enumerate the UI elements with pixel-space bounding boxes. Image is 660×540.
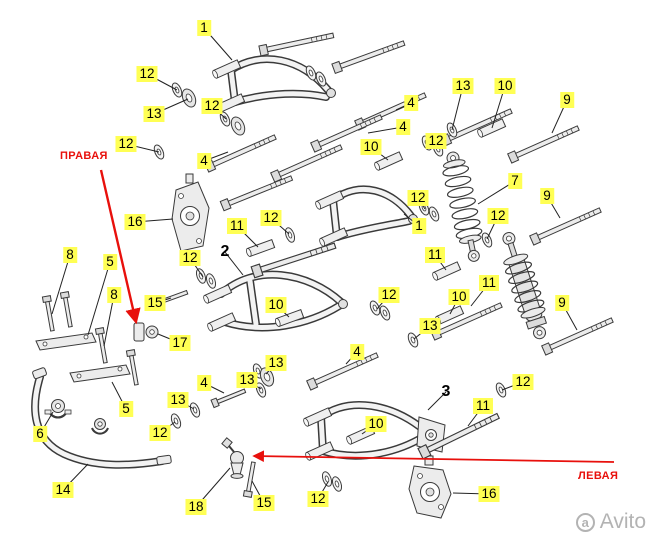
avito-logo-icon: a (575, 512, 595, 532)
coil-spring-7 (442, 151, 483, 262)
bushing-clamp-17 (133, 322, 159, 342)
lower-a-arm-2 (202, 270, 348, 333)
upper-a-arm-2 (314, 185, 418, 248)
callout-12: 12 (260, 210, 282, 226)
callout-11: 11 (472, 398, 494, 414)
callout-13: 13 (167, 392, 189, 408)
callout-13: 13 (452, 78, 474, 94)
lower-a-arm-3 (302, 401, 446, 462)
callout-12: 12 (115, 136, 137, 152)
callout-11: 11 (478, 275, 500, 291)
callout-10: 10 (494, 78, 516, 94)
callout-4: 4 (350, 344, 364, 360)
callout-8: 8 (63, 247, 77, 263)
callout-12: 12 (425, 133, 447, 149)
callout-2: 2 (220, 243, 230, 260)
callout-13: 13 (143, 106, 165, 122)
callout-10: 10 (448, 289, 470, 305)
watermark: a Avito (575, 510, 646, 534)
callout-12: 12 (307, 491, 329, 507)
callout-4: 4 (197, 375, 211, 391)
callout-3: 3 (441, 383, 451, 400)
sway-bar-clamp-2 (91, 418, 109, 435)
callout-15: 15 (253, 495, 275, 511)
watermark-text: Avito (599, 510, 646, 533)
callout-15: 15 (144, 295, 166, 311)
callout-11: 11 (226, 218, 248, 234)
callout-7: 7 (508, 173, 522, 189)
callout-5: 5 (119, 401, 133, 417)
side-label-pravaya: ПРАВАЯ (60, 150, 108, 162)
callout-12: 12 (512, 374, 534, 390)
callout-9: 9 (555, 295, 569, 311)
callout-12: 12 (378, 287, 400, 303)
shock-absorber-assembly (502, 232, 548, 340)
callout-6: 6 (33, 426, 47, 442)
callout-11: 11 (424, 247, 446, 263)
callout-16: 16 (124, 214, 146, 230)
callout-12: 12 (201, 98, 223, 114)
right-side-arrow (99, 169, 141, 325)
callout-8: 8 (107, 287, 121, 303)
callout-12: 12 (149, 425, 171, 441)
callout-1: 1 (197, 20, 211, 36)
left-side-arrow (252, 450, 615, 463)
callout-16: 16 (478, 486, 500, 502)
mount-plates (35, 332, 131, 383)
callout-13: 13 (265, 355, 287, 371)
callout-17: 17 (169, 335, 191, 351)
ball-joint-18 (221, 437, 244, 479)
callout-13: 13 (236, 372, 258, 388)
callout-10: 10 (365, 416, 387, 432)
callout-12: 12 (179, 250, 201, 266)
callout-9: 9 (560, 92, 574, 108)
callout-4: 4 (404, 95, 418, 111)
callout-12: 12 (407, 190, 429, 206)
callout-4: 4 (396, 119, 410, 135)
callout-10: 10 (360, 139, 382, 155)
callout-4: 4 (197, 153, 211, 169)
callout-13: 13 (419, 318, 441, 334)
steering-knuckle-left (408, 455, 452, 519)
callout-9: 9 (540, 188, 554, 204)
callout-1: 1 (412, 218, 426, 234)
sway-bar-clamp-1 (44, 399, 72, 419)
callout-5: 5 (103, 254, 117, 270)
callout-12: 12 (136, 66, 158, 82)
sway-bar (31, 367, 172, 469)
side-label-levaya: ЛЕВАЯ (578, 470, 619, 482)
callout-18: 18 (185, 499, 207, 515)
callout-14: 14 (52, 482, 74, 498)
callout-10: 10 (265, 297, 287, 313)
callout-12: 12 (487, 208, 509, 224)
